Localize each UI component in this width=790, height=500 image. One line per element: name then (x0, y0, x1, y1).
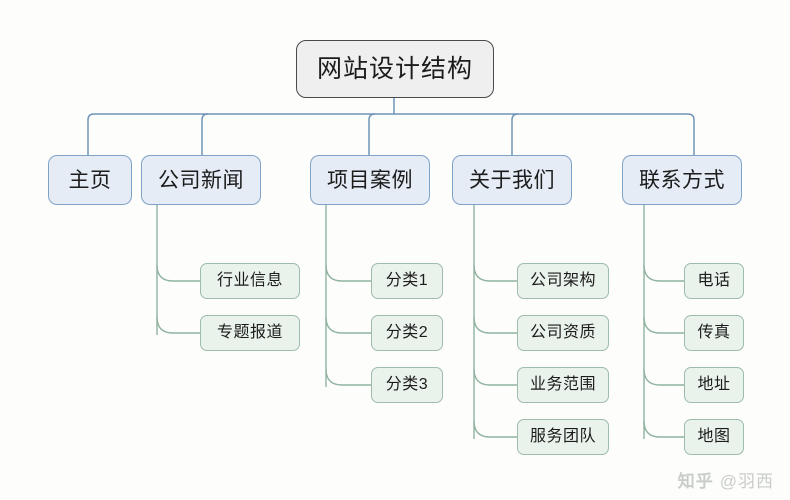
node-branch-contact[interactable]: 联系方式 (622, 155, 742, 205)
watermark: 知乎 @羽西 (678, 467, 774, 492)
node-leaf-industry-info[interactable]: 行业信息 (200, 263, 300, 299)
node-leaf-fax[interactable]: 传真 (684, 315, 744, 351)
node-leaf-business-scope[interactable]: 业务范围 (517, 367, 609, 403)
node-leaf-special-report[interactable]: 专题报道 (200, 315, 300, 351)
node-leaf-service-team[interactable]: 服务团队 (517, 419, 609, 455)
node-leaf-category-2[interactable]: 分类2 (371, 315, 443, 351)
node-branch-company-news[interactable]: 公司新闻 (141, 155, 261, 205)
node-leaf-phone[interactable]: 电话 (684, 263, 744, 299)
node-leaf-category-1[interactable]: 分类1 (371, 263, 443, 299)
watermark-logo: 知乎 (677, 472, 714, 491)
node-leaf-company-qualification[interactable]: 公司资质 (517, 315, 609, 351)
node-branch-project-cases[interactable]: 项目案例 (310, 155, 430, 205)
node-root[interactable]: 网站设计结构 (296, 40, 494, 98)
node-branch-about-us[interactable]: 关于我们 (452, 155, 572, 205)
watermark-handle: @羽西 (719, 472, 774, 491)
node-branch-home[interactable]: 主页 (48, 155, 132, 205)
node-leaf-category-3[interactable]: 分类3 (371, 367, 443, 403)
node-leaf-company-structure[interactable]: 公司架构 (517, 263, 609, 299)
node-leaf-address[interactable]: 地址 (684, 367, 744, 403)
node-leaf-map[interactable]: 地图 (684, 419, 744, 455)
